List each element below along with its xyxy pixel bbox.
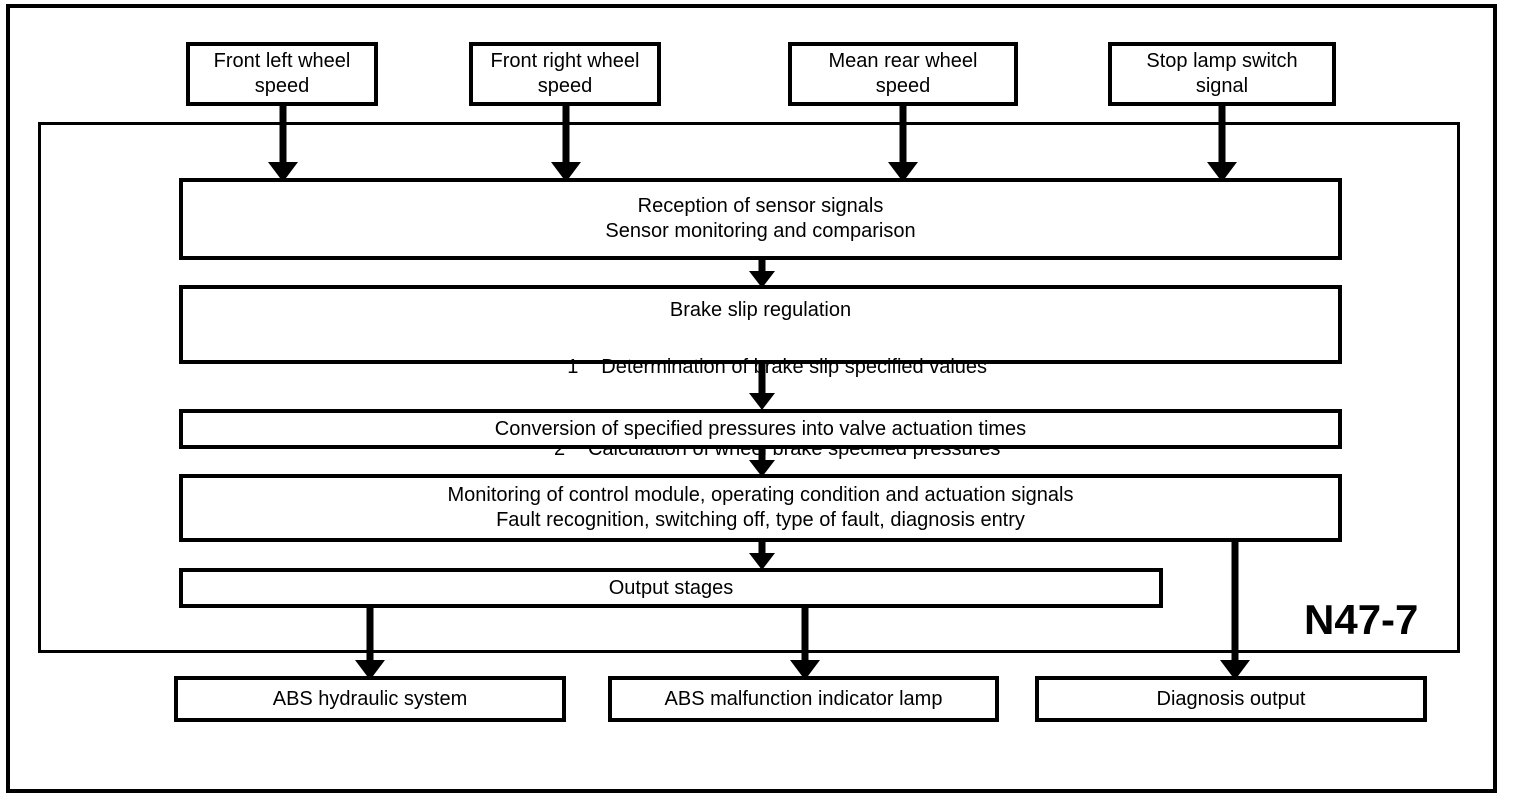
reception-line-2: Sensor monitoring and comparison <box>605 220 916 242</box>
stage-box-reception-of-sensor-signals: Reception of sensor signals Sensor monit… <box>179 178 1342 260</box>
stage-box-monitoring-of-control-module: Monitoring of control module, operating … <box>179 474 1342 542</box>
arrow-monitoring-to-output-stages <box>748 540 776 570</box>
brake-slip-item-1-number: 1 <box>567 356 579 378</box>
input-label-line-1: Stop lamp switch <box>1146 50 1298 72</box>
monitoring-line-1: Monitoring of control module, operating … <box>447 484 1074 506</box>
input-label-line-2: speed <box>875 75 931 97</box>
arrow-brake-slip-to-conversion <box>748 364 776 410</box>
input-label-line-2: speed <box>537 75 593 97</box>
brake-slip-item-2-number: 2 <box>553 438 566 460</box>
stage-box-conversion-of-specified-pressures: Conversion of specified pressures into v… <box>179 409 1342 449</box>
input-box-stop-lamp-switch-signal: Stop lamp switch signal <box>1108 42 1336 106</box>
arrow-conversion-to-monitoring <box>748 447 776 477</box>
stage-box-output-stages: Output stages <box>179 568 1163 608</box>
input-box-mean-rear-wheel-speed: Mean rear wheel speed <box>788 42 1018 106</box>
input-box-front-right-wheel-speed: Front right wheel speed <box>469 42 661 106</box>
input-label-line-1: Front left wheel <box>213 50 351 72</box>
output-label: Diagnosis output <box>1156 687 1306 710</box>
ecu-boundary-frame <box>38 122 1460 653</box>
output-box-abs-hydraulic-system: ABS hydraulic system <box>174 676 566 722</box>
figure-label-n47-7: N47-7 <box>1304 596 1419 643</box>
input-label-line-2: speed <box>254 75 310 97</box>
input-label-line-1: Front right wheel <box>490 50 640 72</box>
conversion-line-1: Conversion of specified pressures into v… <box>494 417 1027 440</box>
brake-slip-item-1: 1 Determination of brake slip specified v… <box>534 330 987 405</box>
arrow-stop-lamp-to-reception <box>1207 106 1237 182</box>
arrow-mean-rear-to-reception <box>888 106 918 182</box>
arrow-front-left-to-reception <box>268 106 298 182</box>
arrow-front-right-to-reception <box>551 106 581 182</box>
output-stages-line-1: Output stages <box>608 576 734 599</box>
input-label-line-1: Mean rear wheel <box>828 50 978 72</box>
output-label: ABS malfunction indicator lamp <box>664 687 943 710</box>
stage-box-brake-slip-regulation: Brake slip regulation 1 Determination of … <box>179 285 1342 460</box>
output-label: ABS hydraulic system <box>272 687 468 710</box>
brake-slip-heading: Brake slip regulation <box>669 299 852 321</box>
reception-line-1: Reception of sensor signals <box>637 195 884 217</box>
brake-slip-item-1-text: Determination of brake slip specified va… <box>601 356 988 378</box>
outer-frame <box>6 4 1497 793</box>
input-box-front-left-wheel-speed: Front left wheel speed <box>186 42 378 106</box>
arrow-output-stages-to-abs-hydraulic-system <box>355 608 385 680</box>
monitoring-line-2: Fault recognition, switching off, type o… <box>496 509 1025 531</box>
output-box-abs-malfunction-indicator-lamp: ABS malfunction indicator lamp <box>608 676 999 722</box>
arrow-reception-to-brake-slip <box>748 258 776 288</box>
input-label-line-2: signal <box>1195 75 1249 97</box>
arrow-monitoring-to-diagnosis-output <box>1220 540 1250 680</box>
output-box-diagnosis-output: Diagnosis output <box>1035 676 1427 722</box>
arrow-output-stages-to-abs-malfunction-lamp <box>790 608 820 680</box>
